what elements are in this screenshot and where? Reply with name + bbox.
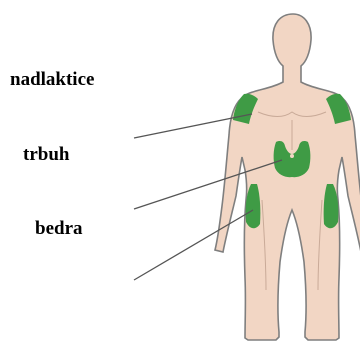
label-thighs: bedra: [35, 219, 83, 238]
label-upper-arm: nadlaktice: [10, 70, 94, 89]
navel: [290, 154, 294, 158]
pointer-line-thighs: [134, 210, 253, 280]
label-abdomen: trbuh: [23, 145, 69, 164]
